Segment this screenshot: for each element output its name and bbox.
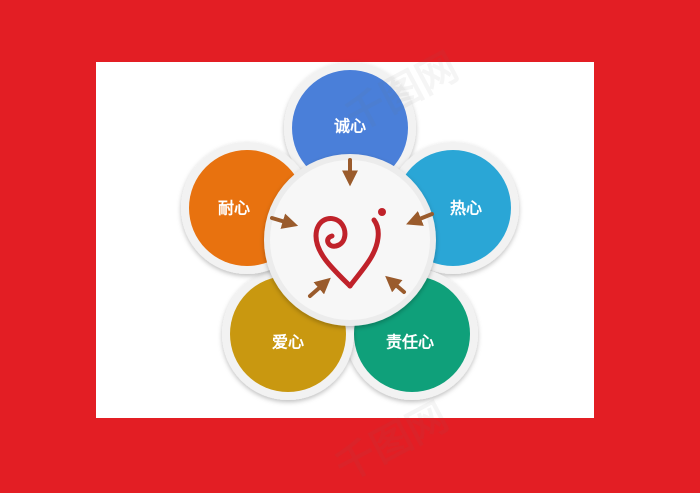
arrow-up-left-icon: [385, 275, 406, 294]
arrow-up-right-icon: [308, 277, 331, 298]
five-hearts-diagram: 诚心 热心 责任心 爱心 耐心: [181, 62, 519, 400]
petal-responsibility-label: 责任心: [386, 333, 434, 352]
petal-sincerity-label: 诚心: [334, 117, 366, 136]
arrows: [270, 158, 434, 298]
petal-sincerity-disc: [292, 70, 408, 186]
arrow-right-icon: [270, 213, 299, 229]
petal-patience-label: 耐心: [218, 199, 250, 218]
arrow-left-icon: [406, 211, 434, 226]
heart-logo-icon: [313, 208, 386, 289]
petal-love-label: 爱心: [272, 333, 304, 352]
petal-warmth-label: 热心: [450, 199, 482, 218]
